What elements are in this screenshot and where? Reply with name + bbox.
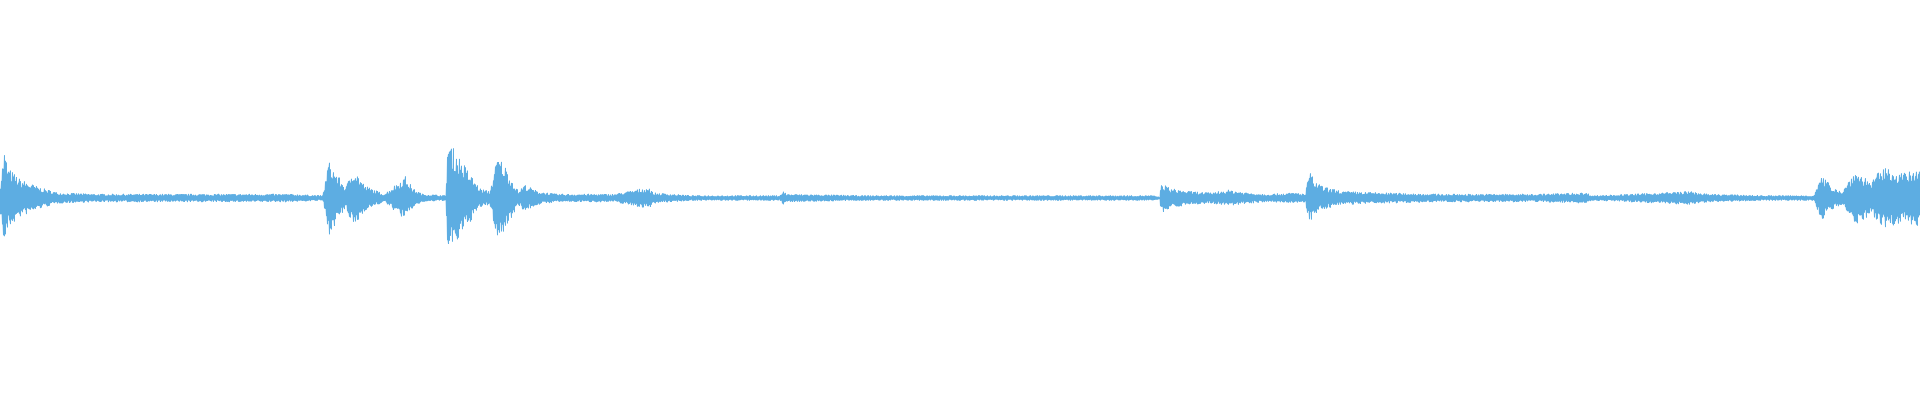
waveform-samples: [0, 148, 1920, 244]
